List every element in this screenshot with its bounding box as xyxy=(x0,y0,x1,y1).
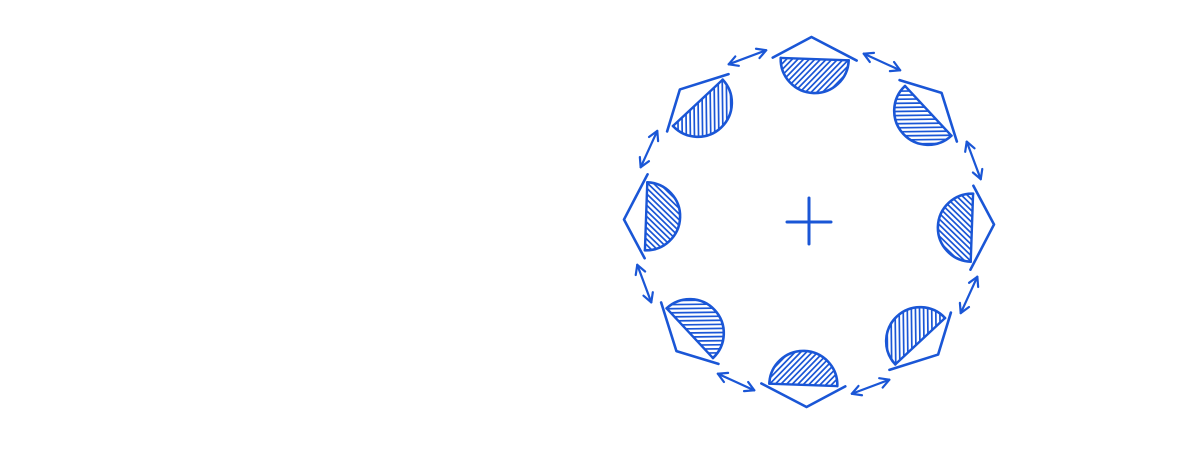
double-arrow-connector xyxy=(716,371,756,393)
segment-arc-outline xyxy=(768,349,839,388)
segment-arc-outline xyxy=(884,305,947,366)
double-arrow-connector xyxy=(862,51,902,73)
hatched-segment xyxy=(872,293,953,372)
double-arrow-connector xyxy=(964,140,984,181)
segment-hatching xyxy=(673,79,746,151)
hatched-segment xyxy=(760,349,847,409)
segment-arc-outline xyxy=(665,297,726,360)
segment-cap-outline xyxy=(898,78,959,143)
hatched-segment xyxy=(665,72,746,151)
double-arrow-connector xyxy=(958,275,980,315)
double-arrow-connector xyxy=(850,377,891,397)
segment-cap-outline xyxy=(969,184,996,271)
segment-hatching xyxy=(666,285,738,358)
segment-arc-outline xyxy=(936,192,975,263)
center-plus-mark xyxy=(785,196,833,246)
hatched-segment xyxy=(771,35,858,95)
segment-cap-outline xyxy=(622,173,649,260)
segment-hatching xyxy=(872,293,945,365)
hatched-segment xyxy=(659,285,738,366)
segment-arc-outline xyxy=(643,181,682,252)
double-arrow-connector xyxy=(634,263,654,304)
hatched-segment xyxy=(880,78,959,159)
hatched-segment xyxy=(622,173,682,260)
segment-cap-outline xyxy=(771,35,858,62)
double-arrow-connector xyxy=(727,47,768,67)
segment-cap-outline xyxy=(760,382,847,409)
double-arrow-connector xyxy=(638,129,660,169)
segment-arc-outline xyxy=(671,78,734,139)
segment-cap-outline xyxy=(659,301,720,366)
segment-cap-outline xyxy=(888,311,953,372)
segment-arc-outline xyxy=(779,56,850,95)
segment-arc-outline xyxy=(892,84,953,147)
segment-hatching xyxy=(880,86,952,159)
segment-cap-outline xyxy=(665,72,730,133)
hatched-segment xyxy=(936,184,996,271)
